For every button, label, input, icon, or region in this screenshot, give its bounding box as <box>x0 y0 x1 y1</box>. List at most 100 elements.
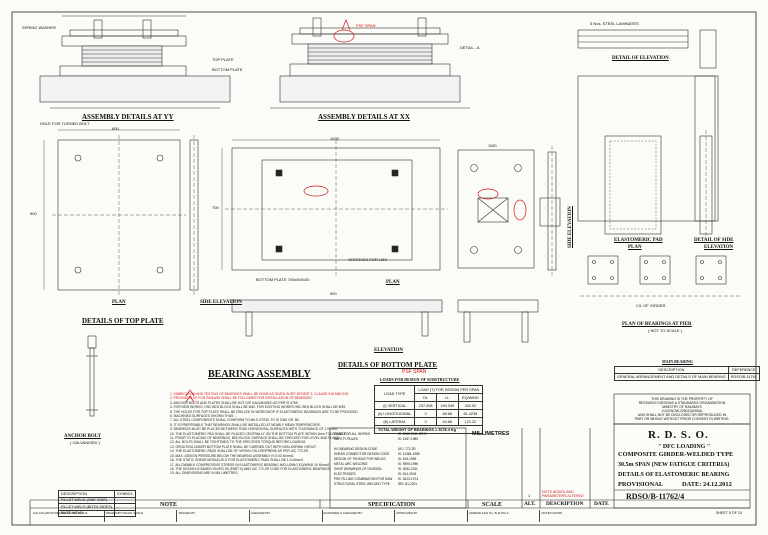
load-red-note: PSF SPAN <box>402 369 427 375</box>
spec-labels: CODE FOR ALL WORKS SAFETY RULES HG BEARI… <box>334 432 394 487</box>
dim-700: 700 <box>212 205 219 210</box>
grooves-callout: GROOVES FOR HSC <box>348 257 388 262</box>
dim-800: 800 <box>112 126 119 131</box>
note-line: 10. THE ELASTOMERIC PAD SHALL BE PLACED … <box>170 431 347 436</box>
table-row: DESCRIPTION REFERENCE <box>614 366 760 374</box>
spec-line: DESIGN OF TENSILE FOR WELDS <box>334 457 386 461</box>
bearing-assembly-title: BEARING ASSEMBLY <box>208 369 311 380</box>
spec-value: IS: 1367-1980 <box>398 437 419 441</box>
footer-description: DESCRIPTION <box>546 501 584 507</box>
side-elevation-vertical: SIDE ELEVATION <box>568 206 573 248</box>
assembly-yy-title: ASSEMBLY DETAILS AT YY <box>82 113 174 121</box>
footer-specification: SPECIFICATION <box>368 502 416 508</box>
signature-cell: NOTIFICATION <box>540 510 612 522</box>
signature-label: DRAWN BY <box>105 511 122 515</box>
footer-note: NOTE <box>160 502 178 508</box>
table-row: BUTT WELD - <box>58 509 136 517</box>
table-cell: 121.22 <box>457 417 484 426</box>
note-line: 18. THE DESIGN IS BASED ON IRC 83 (PART … <box>170 466 331 471</box>
signature-value: RAHUL SINGH <box>122 511 143 515</box>
property-notice: THIS DRAWING IS THE PROPERTY OF RESEARCH… <box>620 397 744 422</box>
property-line: RESEARCH DESIGNS & STANDARDS ORGANISATIO… <box>638 401 726 406</box>
note-line: 4. FOR NEW WORKS, HSC BED BLOCK SHALL BE… <box>170 405 346 410</box>
note-line: 8. IT IS PREFERABLE THAT BEARINGS SHALL … <box>170 422 321 427</box>
property-line: LUCKNOW-226011(INDIA) <box>661 409 703 414</box>
property-line: THIS DRAWING IS THE PROPERTY OF <box>651 397 713 401</box>
note-line: 12. ALL BOLTS SHALL BE TIGHTENED TO THE … <box>170 440 307 445</box>
signature-label: APPROVED BY <box>396 511 418 515</box>
bottom-plate-callout: BOTTOM PLATE <box>212 67 243 72</box>
load-table: LOAD TYPE LOAD (T) FOR DESIGN PER SPAN D… <box>373 385 484 434</box>
table-row: TOTAL WEIGHT OF BEARINGS = 2678.4 Kg <box>373 425 484 434</box>
anchor-bolt-view <box>86 335 98 417</box>
table-cell: 442.52 <box>457 401 484 410</box>
load-col-eq: EQ/WIND <box>457 393 484 402</box>
alt-description: NOTE ADDED AND PARAMETERS ALTERED <box>542 490 584 499</box>
spec-line: SHEAR CONNECTOR DESIGN CODE <box>334 452 390 456</box>
table-cell: 81.4238 <box>457 409 484 418</box>
note-line: 2. PROVISION OF FOR RAILWAY SHALL BE FOL… <box>170 396 313 401</box>
spec-value: IS: 816-1969 <box>398 457 417 461</box>
steel-laminates-callout: 5 Nos. STEEL LAMINATES <box>590 21 639 26</box>
bottom-plan-title: PLAN <box>386 280 400 285</box>
signature-label: TRACED BY <box>178 511 196 515</box>
cl-girder-callout: C/L OF GIRDER <box>636 303 666 308</box>
top-plate-plan-title: PLAN <box>112 300 126 305</box>
signature-label: CHECKED BY <box>250 511 271 515</box>
title-block-frames <box>29 393 751 525</box>
revision-marks <box>185 19 527 403</box>
spec-value: IS: 11384-1985 <box>398 452 420 456</box>
top-plate-side-title: SIDE ELEVATION <box>200 300 242 305</box>
spec-value: IS: 814-2004 <box>398 472 417 476</box>
detail-side-elevation-title-2: ELEVATION <box>704 245 733 250</box>
bottom-plate-plan-view <box>221 139 448 278</box>
main-bearing-table: DESCRIPTION REFERENCE GENERAL ARRANGEMEN… <box>614 366 760 381</box>
psf-span-callout: PSF SPAN <box>356 23 376 28</box>
table-row: (i) VERTICAL 237.008 190.349 442.52 <box>373 401 484 410</box>
signature-cell: TRACED BY <box>177 510 250 522</box>
signature-cell: CALCULATION RECORDED No. BS/1/A <box>32 510 105 522</box>
assembly-xx-view <box>270 17 470 109</box>
sheet-number: SHEET 5 OF 10 <box>716 511 742 515</box>
alt-number: 1 <box>528 493 531 498</box>
signature-value: B-11762-4 <box>494 511 509 515</box>
table-cell: - <box>114 509 136 517</box>
spec-line: HG BEARING DESIGN CODE <box>334 447 378 451</box>
general-notes: 1. FABRICATION AND TESTING OF BEARINGS S… <box>170 392 440 476</box>
plan-bearings-pier-title: PLAN OF BEARINGS AT PIER <box>622 322 692 327</box>
spec-value: IS: 9595-1996 <box>398 462 419 466</box>
dim-500: 500 <box>30 211 37 216</box>
elastomeric-pad-plan-view <box>604 130 713 240</box>
signature-label: ANNEXE FILE No. <box>468 511 494 515</box>
note-line: 17. ALLOWABLE COMPRESSIVE STRESS IN ELAS… <box>170 462 331 467</box>
org-name: R. D. S. O. <box>648 429 709 441</box>
detail-elevation-view <box>577 29 719 222</box>
footer-alt: ALT. <box>524 501 536 507</box>
bottom-elevation-view <box>231 299 539 343</box>
spec-line: CODE FOR ALL WORKS <box>334 432 371 436</box>
table-cell: GENERAL ARRANGEMENT AND DETAILS OF MAIN … <box>614 373 729 381</box>
provisional-label: PROVISIONAL <box>618 481 664 488</box>
detail-elevation-title: DETAIL OF ELEVATION <box>612 56 669 61</box>
note-line: 13. GROUTING UNDER BOTTOM PLATE SHALL BE… <box>170 444 317 449</box>
title-line-3: DETAILS OF ELASTOMERIC BEARING <box>618 472 730 478</box>
total-weight: TOTAL WEIGHT OF BEARINGS = 2678.4 Kg <box>373 425 484 434</box>
spec-line: SAFETY RULES <box>334 437 358 441</box>
spec-line: ELECTRODES <box>334 472 356 476</box>
note-line: 7. ALL STEEL COMPONENTS SHALL CONFORM TO… <box>170 418 300 423</box>
signature-strip: CALCULATION RECORDED No. BS/1/A DRAWN BY… <box>32 510 612 522</box>
footer-scale: SCALE <box>482 502 503 508</box>
table-row: GENERAL ARRANGEMENT AND DETAILS OF MAIN … <box>614 373 760 381</box>
property-line: AND SHALL NOT BE DISCLOSED OR REPRODUCED… <box>637 413 727 418</box>
signature-label: CALCULATION RECORDED No. <box>33 511 78 515</box>
signature-cell: APPROVED BY <box>395 510 468 522</box>
table-row: LOAD TYPE LOAD (T) FOR DESIGN PER SPAN <box>373 385 484 402</box>
bottom-plate-dim-callout: BOTTOM PLATE 700x500x30 <box>256 277 310 282</box>
signature-cell: CHECKED BY <box>250 510 323 522</box>
dim-1000: 1000 <box>330 136 339 141</box>
footer-date: DATE <box>594 501 609 507</box>
title-line-2: 30.5m SPAN (NEW FATIGUE CRITERIA) <box>618 462 730 468</box>
not-to-scale-label: ( NOT TO SCALE ) <box>648 328 683 333</box>
